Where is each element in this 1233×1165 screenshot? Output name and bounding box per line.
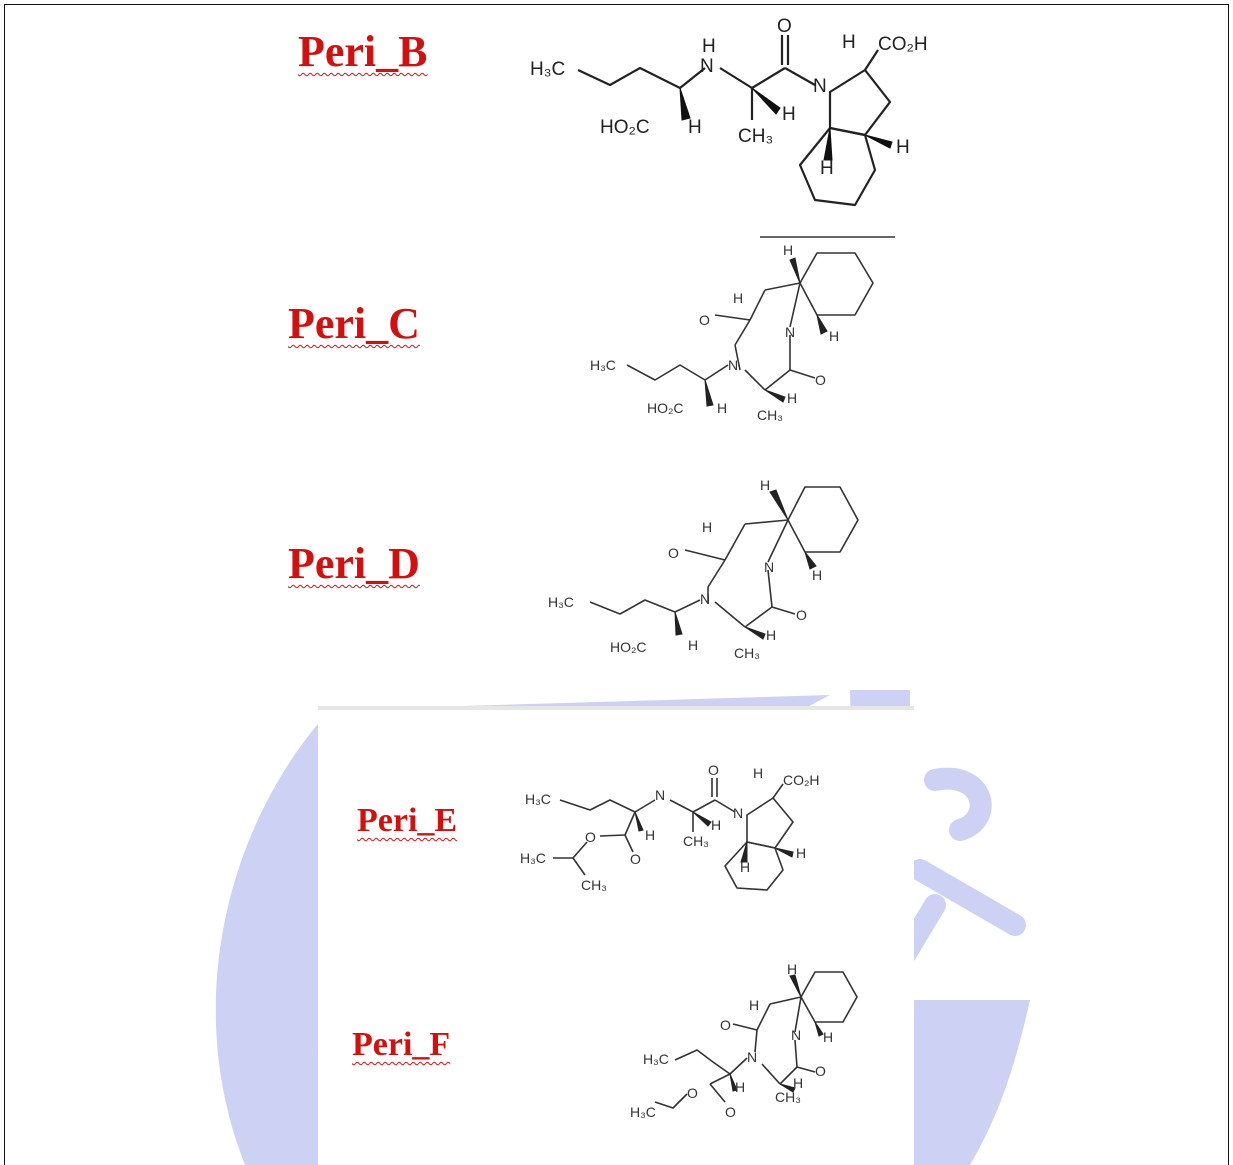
structure-peri-f: H H N H O N O H CH₃ H₃C O O H₃C H xyxy=(630,962,858,1120)
svg-text:HO₂C: HO₂C xyxy=(647,400,684,416)
svg-text:O: O xyxy=(585,829,596,845)
svg-text:H: H xyxy=(896,137,910,158)
svg-text:N: N xyxy=(733,805,743,821)
svg-text:CH₃: CH₃ xyxy=(738,126,773,147)
structure-peri-e: H₃C N O N H CH₃ H O O H₃C CH₃ H CO₂H H xyxy=(520,762,820,893)
svg-text:O: O xyxy=(630,851,641,867)
svg-text:H: H xyxy=(688,637,698,653)
svg-text:H: H xyxy=(711,817,721,833)
compound-label-peri-d: Peri_D xyxy=(288,539,420,588)
svg-text:H: H xyxy=(812,567,822,583)
watermark-small-blob xyxy=(300,1048,320,1060)
svg-text:H₃C: H₃C xyxy=(590,357,616,373)
svg-text:H: H xyxy=(645,827,655,843)
svg-text:CH₃: CH₃ xyxy=(757,407,783,423)
svg-text:H: H xyxy=(753,765,763,781)
svg-text:O: O xyxy=(708,762,719,778)
svg-text:H: H xyxy=(782,104,796,125)
svg-text:H: H xyxy=(829,328,839,344)
structure-peri-b: H₃C H N O N HO₂C H H CH₃ H CO₂H H H xyxy=(530,16,928,207)
svg-text:N: N xyxy=(655,787,665,803)
svg-text:HO₂C: HO₂C xyxy=(600,117,650,138)
svg-text:CH₃: CH₃ xyxy=(734,645,760,661)
svg-text:H: H xyxy=(796,845,806,861)
svg-text:H₃C: H₃C xyxy=(525,791,551,807)
svg-text:O: O xyxy=(796,607,807,623)
svg-text:N: N xyxy=(747,1049,757,1065)
svg-text:H: H xyxy=(760,477,770,493)
svg-text:N: N xyxy=(785,324,795,340)
svg-text:O: O xyxy=(815,1063,826,1079)
svg-text:H: H xyxy=(740,859,750,875)
svg-text:H: H xyxy=(783,242,793,258)
atom-h3c: H₃C xyxy=(530,59,565,80)
svg-text:H₃C: H₃C xyxy=(630,1104,656,1120)
svg-text:H: H xyxy=(787,390,797,406)
svg-text:N: N xyxy=(791,1027,801,1043)
svg-text:H: H xyxy=(842,32,856,53)
svg-text:H: H xyxy=(702,36,716,57)
svg-text:O: O xyxy=(699,312,710,328)
compound-label-peri-e: Peri_E xyxy=(357,802,458,839)
svg-text:O: O xyxy=(720,1017,731,1033)
svg-text:O: O xyxy=(815,372,826,388)
svg-text:CO₂H: CO₂H xyxy=(783,772,820,788)
svg-text:H₃C: H₃C xyxy=(548,594,574,610)
svg-text:H: H xyxy=(735,1079,745,1095)
svg-text:CH₃: CH₃ xyxy=(581,877,607,893)
svg-text:O: O xyxy=(668,545,679,561)
svg-text:N: N xyxy=(813,76,827,97)
svg-text:H: H xyxy=(820,158,834,179)
svg-text:H: H xyxy=(733,290,743,306)
svg-text:CH₃: CH₃ xyxy=(683,833,709,849)
structure-peri-c: H H N H O N O H CH₃ H₃C HO₂C H xyxy=(590,236,895,423)
svg-text:N: N xyxy=(700,56,714,77)
svg-text:H: H xyxy=(702,519,712,535)
svg-text:H₃C: H₃C xyxy=(643,1051,669,1067)
svg-text:H: H xyxy=(766,627,776,643)
svg-text:H: H xyxy=(749,997,759,1013)
svg-text:H: H xyxy=(787,962,797,977)
svg-text:HO₂C: HO₂C xyxy=(610,639,647,655)
compound-label-peri-b: Peri_B xyxy=(298,27,428,76)
svg-text:H₃C: H₃C xyxy=(520,850,546,866)
svg-text:H: H xyxy=(717,400,727,416)
svg-text:H: H xyxy=(793,1075,803,1091)
figure-frame xyxy=(4,4,1229,1165)
svg-text:N: N xyxy=(700,591,710,607)
svg-text:H: H xyxy=(688,117,702,138)
compound-label-peri-c: Peri_C xyxy=(288,299,420,348)
svg-text:N: N xyxy=(764,559,774,575)
svg-text:CO₂H: CO₂H xyxy=(878,34,928,55)
svg-text:O: O xyxy=(777,16,792,37)
compound-label-peri-f: Peri_F xyxy=(352,1026,451,1063)
svg-text:O: O xyxy=(687,1085,698,1101)
svg-text:H: H xyxy=(823,1029,833,1045)
svg-text:N: N xyxy=(728,357,738,373)
svg-text:O: O xyxy=(725,1104,736,1120)
svg-text:CH₃: CH₃ xyxy=(775,1089,801,1105)
watermark-letter-c xyxy=(924,767,992,841)
lower-panel xyxy=(318,706,914,1165)
structure-peri-d: H H N H O N O H CH₃ H₃C HO₂C H xyxy=(548,477,859,661)
